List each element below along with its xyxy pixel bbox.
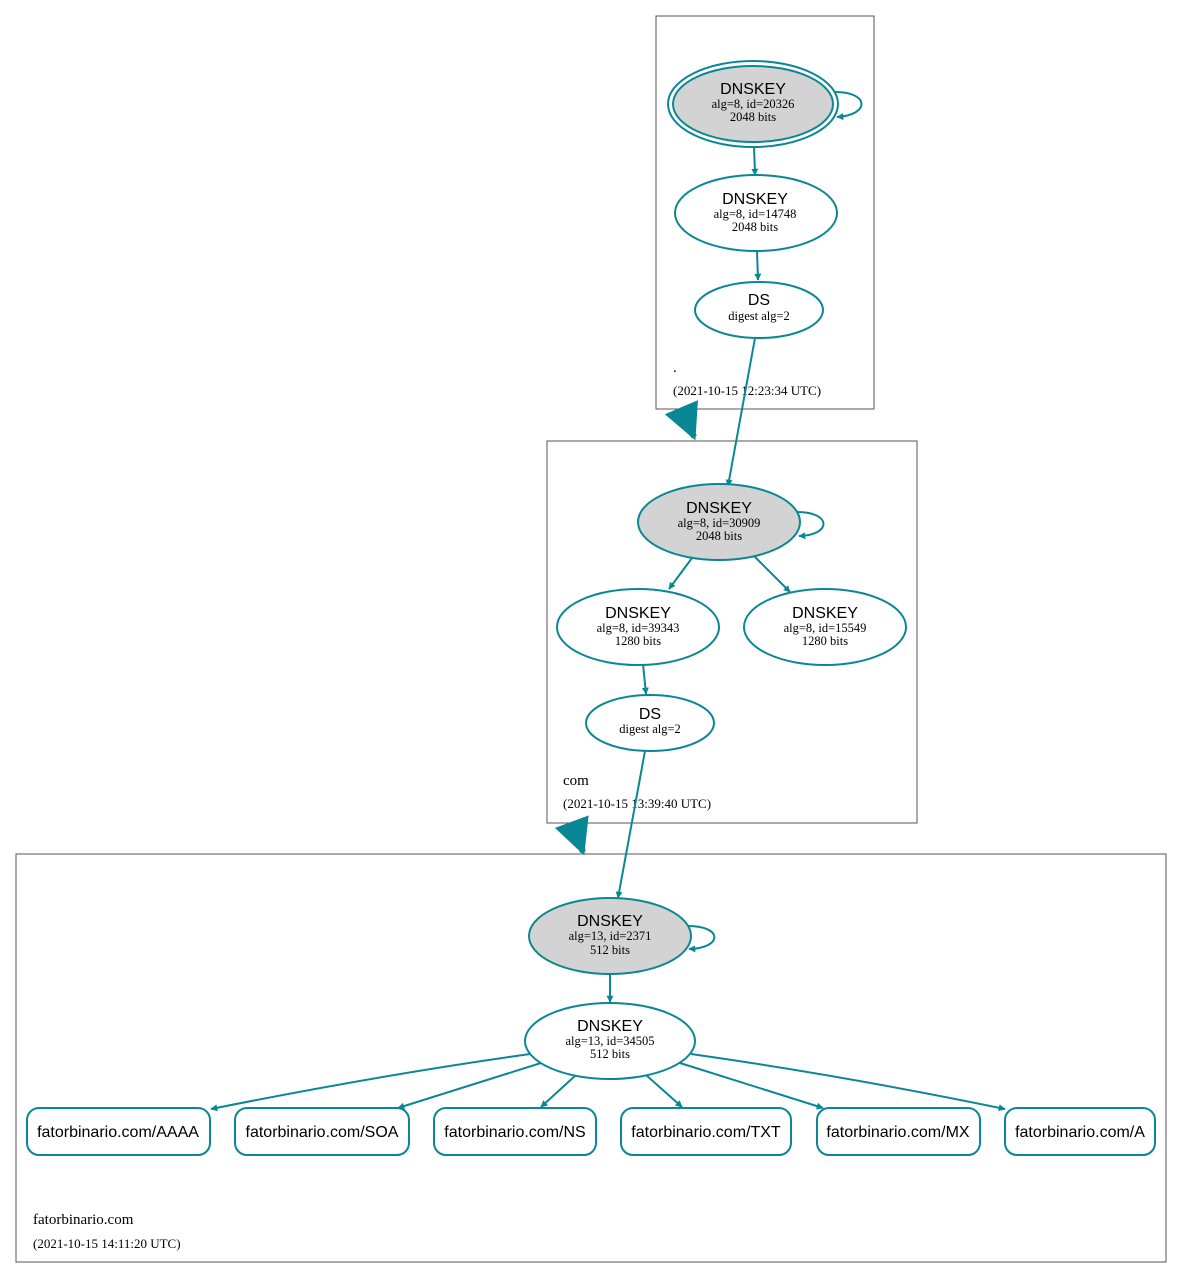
edge-com-ksk-self (796, 511, 825, 540)
rrset-ns-label: fatorbinario.com/NS (444, 1124, 585, 1141)
node-fb-zsk-type: DNSKEY (577, 1018, 643, 1035)
node-com-ksk-bits: 2048 bits (696, 529, 742, 543)
edge-com-ds-fb-ksk (615, 750, 646, 899)
node-fb-ksk: DNSKEY alg=13, id=2371 512 bits (528, 897, 692, 975)
zone-com: com (2021-10-15 13:39:40 UTC) (546, 440, 918, 824)
edge-root-ksk-self (834, 91, 863, 121)
delegation-root-com-arrow (664, 400, 698, 441)
node-com-ksk-type: DNSKEY (686, 500, 752, 517)
node-root-ksk: DNSKEY alg=8, id=20326 2048 bits (667, 60, 839, 148)
edge-fb-zsk-ns (540, 1074, 577, 1108)
edge-fb-ksk-self (687, 925, 716, 953)
node-fb-zsk-bits: 512 bits (590, 1047, 630, 1061)
rrset-txt-label: fatorbinario.com/TXT (631, 1124, 781, 1141)
node-com-zsk1-type: DNSKEY (605, 605, 671, 622)
edge-root-zsk-ds (754, 250, 762, 281)
zone-root-timestamp: (2021-10-15 12:23:34 UTC) (673, 383, 821, 398)
edge-root-ds-com-ksk (725, 337, 756, 487)
rrset-a: fatorbinario.com/A (1004, 1107, 1156, 1156)
node-root-ds-type: DS (748, 292, 770, 309)
node-root-ksk-bits: 2048 bits (730, 110, 776, 124)
zone-root: . (2021-10-15 12:23:34 UTC) (655, 15, 875, 410)
edge-root-ksk-zsk (751, 145, 759, 176)
node-root-ksk-info: alg=8, id=20326 (712, 97, 795, 111)
rrset-mx: fatorbinario.com/MX (816, 1107, 981, 1156)
rrset-ns: fatorbinario.com/NS (433, 1107, 597, 1156)
rrset-a-label: fatorbinario.com/A (1015, 1124, 1145, 1141)
edge-fb-zsk-txt (645, 1074, 683, 1108)
node-fb-ksk-info: alg=13, id=2371 (569, 929, 652, 943)
node-com-zsk2-type: DNSKEY (792, 605, 858, 622)
node-root-zsk: DNSKEY alg=8, id=14748 2048 bits (674, 174, 838, 252)
node-com-zsk1: DNSKEY alg=8, id=39343 1280 bits (556, 588, 720, 666)
node-root-zsk-bits: 2048 bits (732, 220, 778, 234)
node-root-ds-info: digest alg=2 (728, 309, 790, 323)
edges (210, 91, 1006, 1112)
rrset-mx-label: fatorbinario.com/MX (826, 1124, 969, 1141)
node-com-ds-info: digest alg=2 (619, 722, 681, 736)
node-root-ksk-type: DNSKEY (720, 81, 786, 98)
node-root-zsk-type: DNSKEY (722, 191, 788, 208)
zone-com-name: com (563, 773, 589, 789)
edge-fb-zsk-aaaa (210, 1053, 531, 1112)
zone-root-name: . (673, 360, 677, 376)
edge-com-zsk1-ds (641, 663, 649, 695)
node-com-zsk2-bits: 1280 bits (802, 634, 848, 648)
node-fb-ksk-bits: 512 bits (590, 943, 630, 957)
node-fb-zsk-info: alg=13, id=34505 (565, 1034, 654, 1048)
edge-fb-zsk-mx (679, 1062, 824, 1110)
node-fb-zsk: DNSKEY alg=13, id=34505 512 bits (524, 1002, 696, 1080)
zone-fatorbinario-timestamp: (2021-10-15 14:11:20 UTC) (33, 1236, 181, 1251)
node-com-ds-type: DS (639, 706, 661, 723)
rrset-soa: fatorbinario.com/SOA (234, 1107, 410, 1156)
node-com-ksk: DNSKEY alg=8, id=30909 2048 bits (637, 483, 801, 561)
node-com-zsk2: DNSKEY alg=8, id=15549 1280 bits (743, 588, 907, 666)
edge-fb-zsk-a (690, 1053, 1006, 1112)
node-com-ksk-info: alg=8, id=30909 (678, 516, 761, 530)
node-root-ds: DS digest alg=2 (694, 281, 824, 339)
node-com-zsk1-info: alg=8, id=39343 (597, 621, 680, 635)
node-com-zsk2-info: alg=8, id=15549 (784, 621, 867, 635)
rrset-txt: fatorbinario.com/TXT (620, 1107, 792, 1156)
edge-com-ksk-zsk1 (668, 557, 693, 590)
edge-fb-zsk-soa (397, 1062, 542, 1110)
zone-com-timestamp: (2021-10-15 13:39:40 UTC) (563, 796, 711, 811)
node-com-ds: DS digest alg=2 (585, 694, 715, 752)
node-root-zsk-info: alg=8, id=14748 (714, 207, 797, 221)
rrset-aaaa-label: fatorbinario.com/AAAA (37, 1124, 199, 1141)
edge-com-ksk-zsk2 (753, 555, 791, 593)
rrset-aaaa: fatorbinario.com/AAAA (26, 1107, 211, 1156)
node-fb-ksk-type: DNSKEY (577, 913, 643, 930)
delegation-com-fatorbinario-arrow (554, 815, 589, 856)
node-com-zsk1-bits: 1280 bits (615, 634, 661, 648)
zone-fatorbinario: fatorbinario.com (2021-10-15 14:11:20 UT… (15, 853, 1167, 1263)
rrset-soa-label: fatorbinario.com/SOA (246, 1124, 399, 1141)
zone-fatorbinario-name: fatorbinario.com (33, 1212, 134, 1228)
